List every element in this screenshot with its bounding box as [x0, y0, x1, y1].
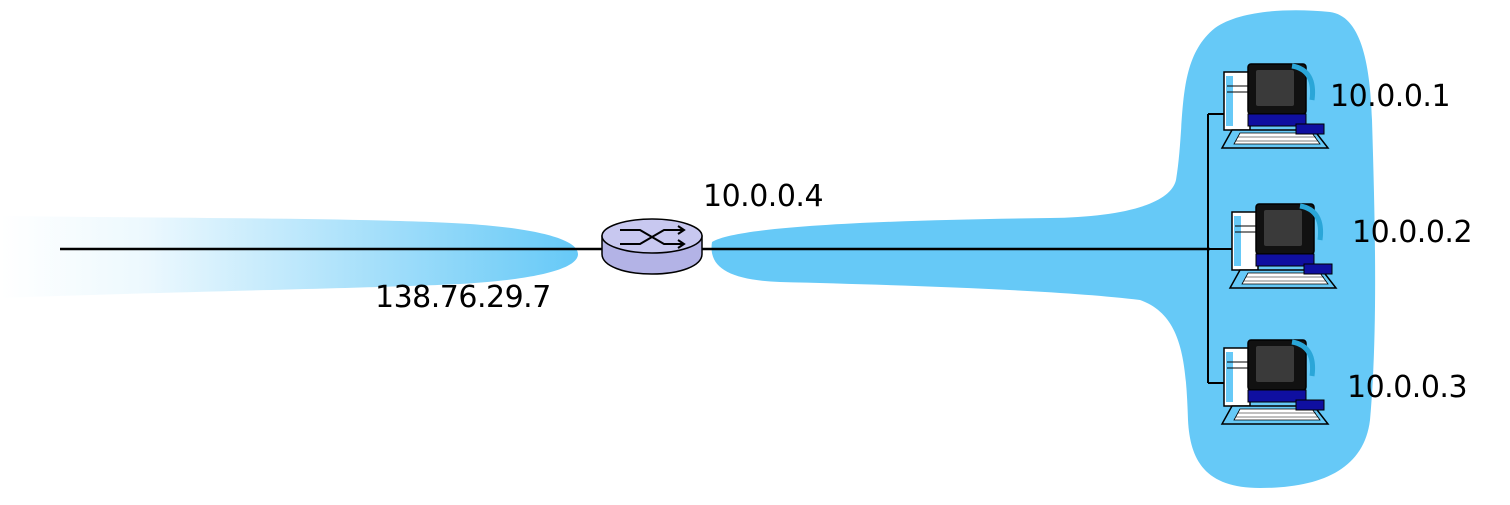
- host-1-ip-label: 10.0.0.1: [1330, 79, 1451, 114]
- router-lan-ip-label: 10.0.0.4: [703, 179, 824, 214]
- wan-ip-label: 138.76.29.7: [375, 280, 551, 315]
- host-3-ip-label: 10.0.0.3: [1347, 370, 1468, 405]
- wan-cloud: [0, 216, 578, 298]
- host-2-ip-label: 10.0.0.2: [1352, 215, 1473, 250]
- router-icon: [601, 218, 703, 275]
